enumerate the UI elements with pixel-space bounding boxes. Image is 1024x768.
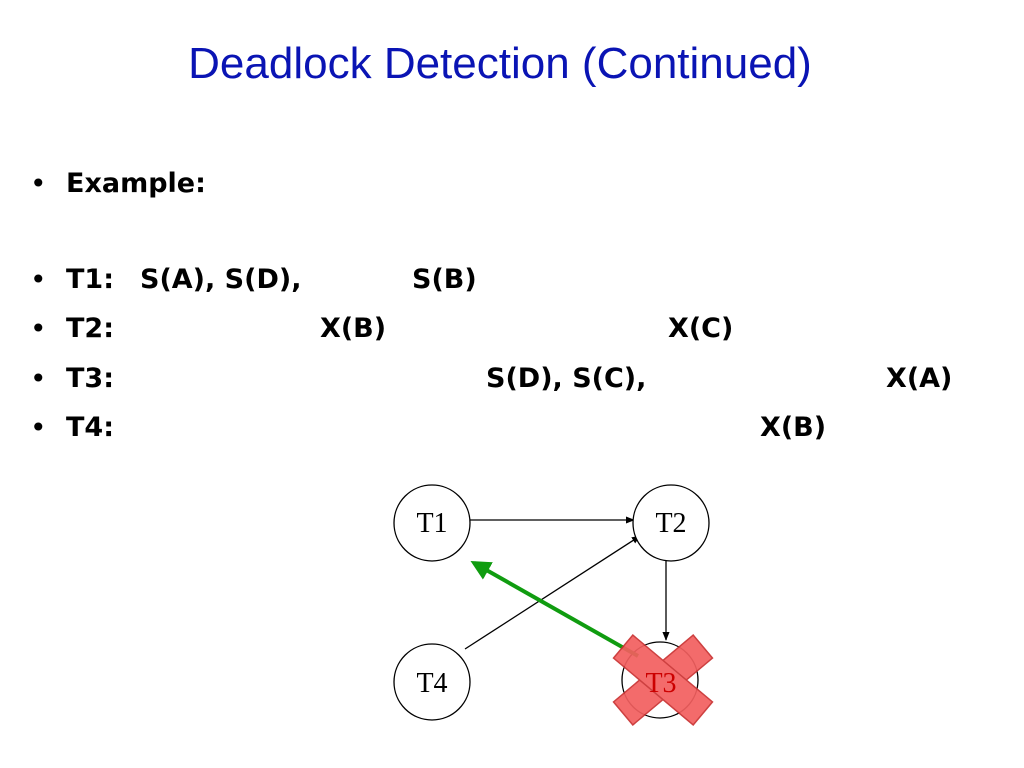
node-t1: T1	[393, 484, 471, 562]
t2-op: X(B)	[320, 313, 387, 344]
t3-label: T3:	[66, 363, 115, 394]
t1-op: S(B)	[412, 264, 477, 295]
t3-op: S(D), S(C),	[486, 363, 647, 394]
node-t4: T4	[393, 643, 471, 721]
bullet-glyph: •	[30, 167, 47, 200]
example-label: Example:	[66, 168, 206, 199]
node-label: T2	[655, 508, 686, 539]
bullet-glyph: •	[30, 263, 47, 296]
t1-op: S(A), S(D),	[140, 264, 302, 295]
t3-op: X(A)	[886, 363, 953, 394]
node-label: T1	[416, 508, 447, 539]
abort-cross-icon	[612, 634, 714, 726]
t2-label: T2:	[66, 313, 115, 344]
bullet-glyph: •	[30, 362, 47, 395]
t4-label: T4:	[66, 412, 115, 443]
edge-t3-t1	[470, 561, 639, 658]
bullet-glyph: •	[30, 312, 47, 345]
edge-t4-t2	[464, 535, 641, 650]
t2-op: X(C)	[668, 313, 734, 344]
t4-op: X(B)	[760, 412, 827, 443]
bullet-glyph: •	[30, 411, 47, 444]
node-label-victim: T3	[645, 668, 676, 699]
page-title: Deadlock Detection (Continued)	[188, 39, 812, 88]
t1-label: T1:	[66, 264, 115, 295]
node-label: T4	[416, 668, 447, 699]
node-t2: T2	[632, 484, 710, 562]
